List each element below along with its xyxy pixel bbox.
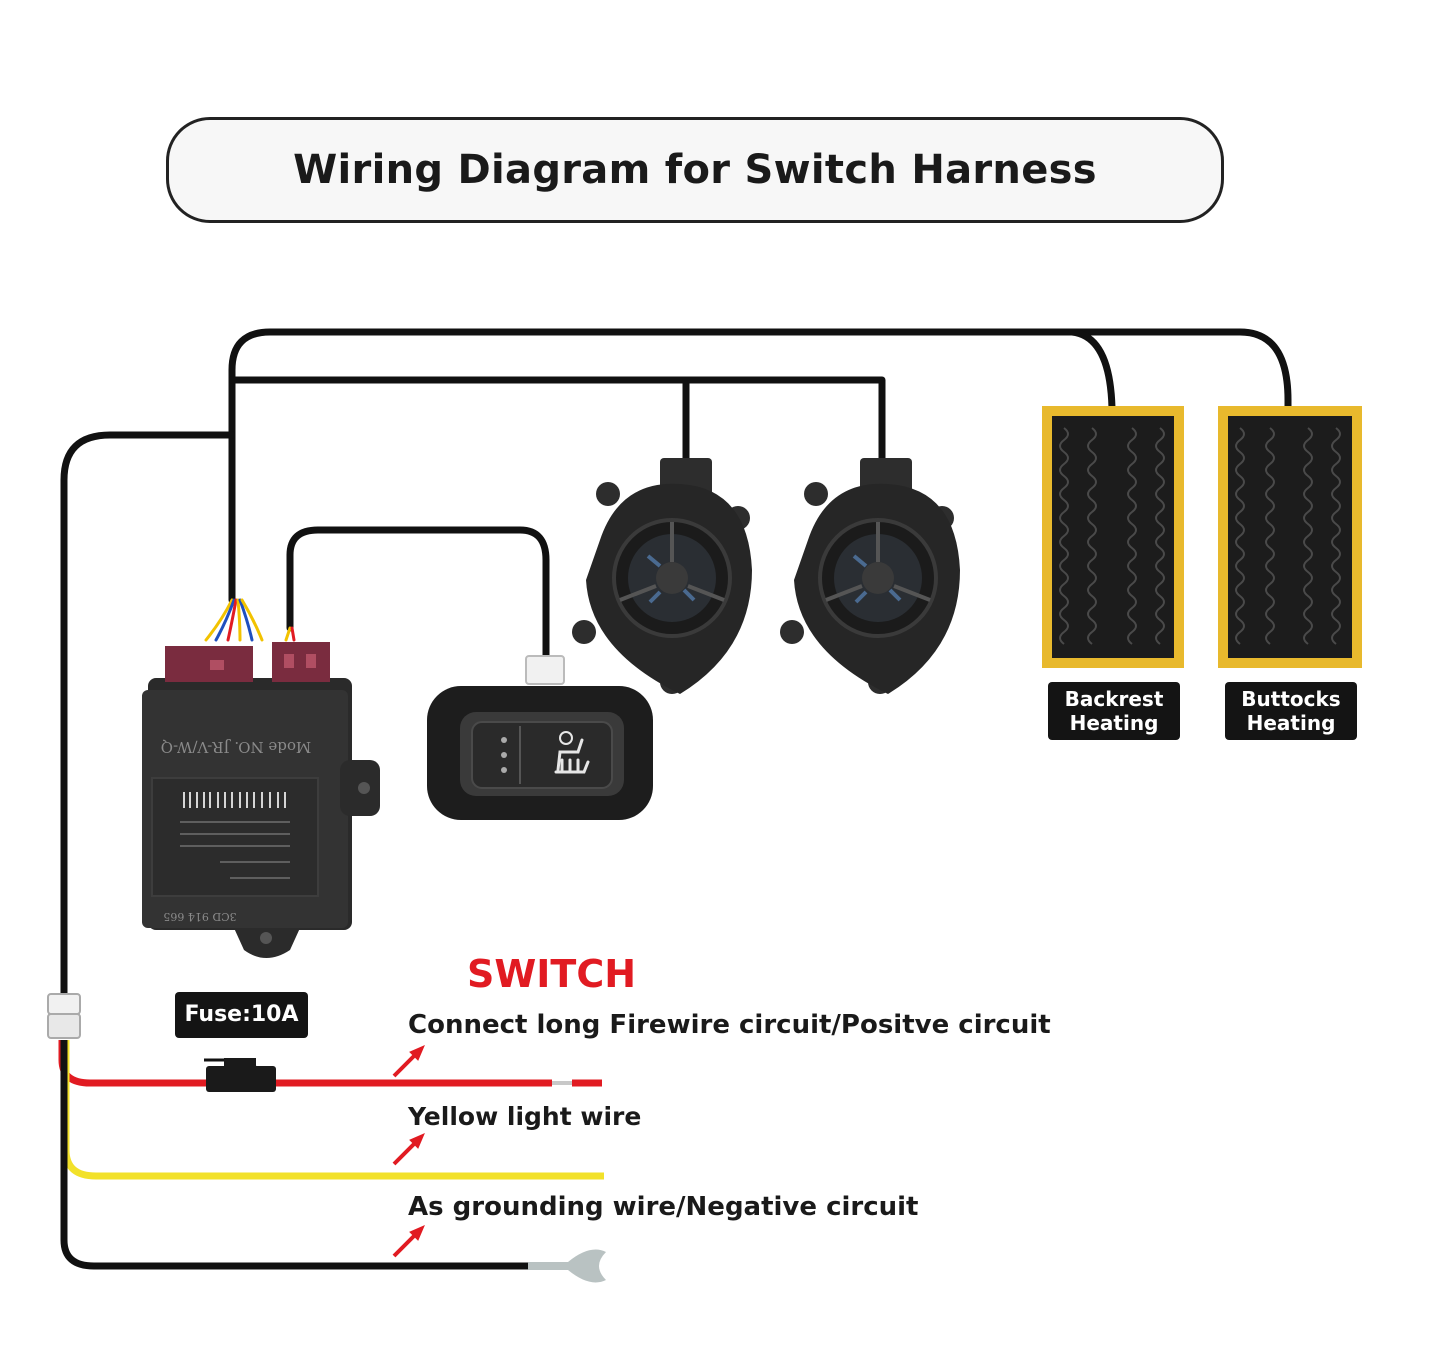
buttocks-tag-line2: Heating (1246, 711, 1336, 735)
wire-to-backrest-pad (1068, 328, 1116, 412)
power-connector (47, 993, 81, 1039)
buttocks-heating-pad (1218, 406, 1362, 668)
red-positive-wire (58, 1040, 552, 1087)
label-arrows (392, 1045, 425, 1258)
yellow-wire-label: Yellow light wire (408, 1102, 642, 1131)
switch-heading: SWITCH (467, 952, 637, 996)
module-model-label: Mode NO. JR-V/W-Q (161, 738, 312, 756)
backrest-tag-line1: Backrest (1064, 687, 1164, 711)
arrow-yellow-head (409, 1133, 425, 1149)
fuse-tag: Fuse:10A (175, 992, 308, 1038)
module-pigtail (204, 598, 296, 642)
wire-to-buttocks-pad (228, 328, 1292, 604)
backrest-heating-pad (1042, 406, 1184, 668)
positive-wire-label: Connect long Firewire circuit/Positve ci… (408, 1010, 1051, 1040)
wire-to-switch-panel (286, 526, 550, 662)
diagram-title: Wiring Diagram for Switch Harness (293, 147, 1097, 193)
ground-wire-label: As grounding wire/Negative circuit (408, 1192, 919, 1222)
switch-panel[interactable] (427, 655, 653, 820)
wire-to-power-connector (60, 431, 236, 999)
arrow-ground-head (409, 1225, 425, 1241)
black-ground-wire (60, 1040, 532, 1270)
wire-to-fan-right (228, 376, 886, 464)
backrest-tag-line2: Heating (1069, 711, 1159, 735)
buttocks-heating-tag: Buttocks Heating (1225, 682, 1357, 740)
backrest-heating-tag: Backrest Heating (1048, 682, 1180, 740)
switch-connector (525, 655, 565, 685)
fan-right (780, 458, 960, 694)
harness-wires (60, 328, 1292, 999)
arrow-positive-head (409, 1045, 425, 1061)
fuse-holder (204, 1058, 276, 1092)
title-banner: Wiring Diagram for Switch Harness (166, 117, 1224, 223)
seat-fan-icon (554, 731, 590, 774)
fan-left (572, 458, 752, 694)
control-module (142, 642, 380, 958)
buttocks-tag-line1: Buttocks (1241, 687, 1341, 711)
module-part-code: 3CD 914 665 (163, 910, 236, 923)
ground-ring-terminal (528, 1249, 606, 1283)
